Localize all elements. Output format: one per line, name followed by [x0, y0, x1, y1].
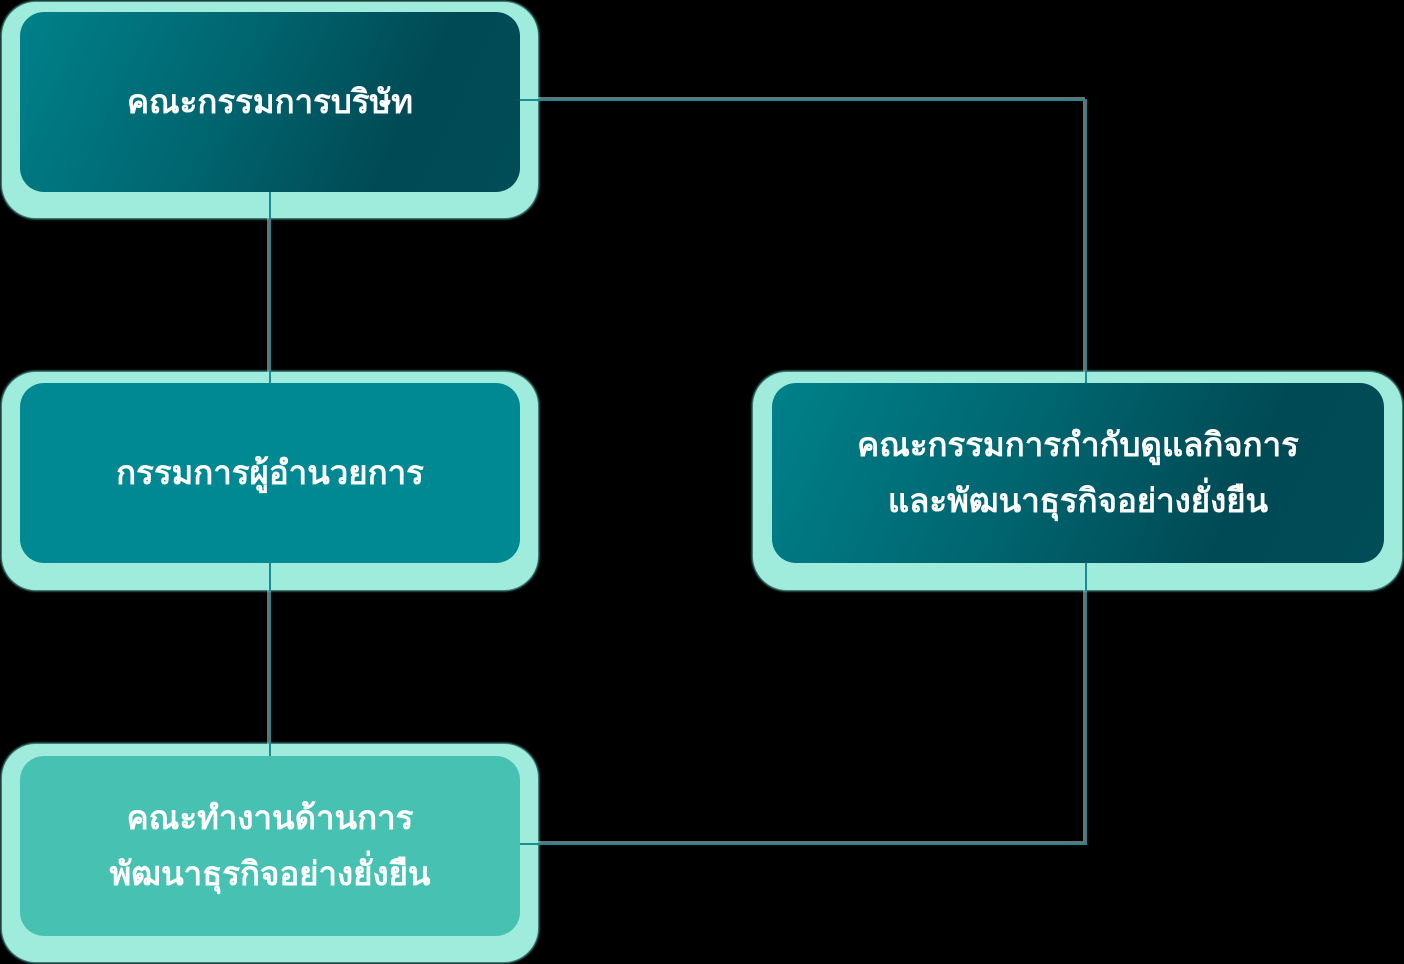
connector-pass-md-top	[269, 370, 271, 384]
connector-pass-board-right	[520, 99, 540, 101]
connector-pass-wg-top	[269, 742, 271, 756]
connector-board-to-md	[269, 192, 271, 383]
connector-right-vertical-top	[1085, 99, 1087, 383]
node-label-line-2: พัฒนาธุรกิจอย่างยั่งยืน	[109, 854, 431, 893]
node-governance-sustainability-committee: คณะกรรมการกำกับดูแลกิจการ และพัฒนาธุรกิจ…	[772, 383, 1384, 563]
connector-pass-board-bottom	[269, 192, 271, 220]
connector-board-horizontal	[520, 99, 1087, 101]
node-label-line-1: คณะกรรมการกำกับดูแลกิจการ	[857, 425, 1299, 464]
node-label-line-1: คณะทำงานด้านการ	[126, 798, 414, 837]
connector-pass-md-bottom	[269, 563, 271, 591]
node-managing-director: กรรมการผู้อำนวยการ	[20, 383, 520, 563]
connector-pass-committee-bottom	[1085, 563, 1087, 591]
connector-working-group-horizontal	[520, 843, 1087, 845]
connector-pass-committee-top	[1085, 370, 1087, 384]
node-label: คณะกรรมการบริษัท	[126, 82, 413, 121]
connector-right-vertical-bottom	[1085, 563, 1087, 845]
node-label-line-2: และพัฒนาธุรกิจอย่างยั่งยืน	[887, 481, 1269, 520]
node-label: กรรมการผู้อำนวยการ	[116, 453, 424, 492]
node-sustainability-working-group: คณะทำงานด้านการ พัฒนาธุรกิจอย่างยั่งยืน	[20, 756, 520, 936]
connector-pass-wg-right	[520, 843, 540, 845]
connector-md-to-working-group	[269, 563, 271, 756]
node-board-of-directors: คณะกรรมการบริษัท	[20, 12, 520, 192]
